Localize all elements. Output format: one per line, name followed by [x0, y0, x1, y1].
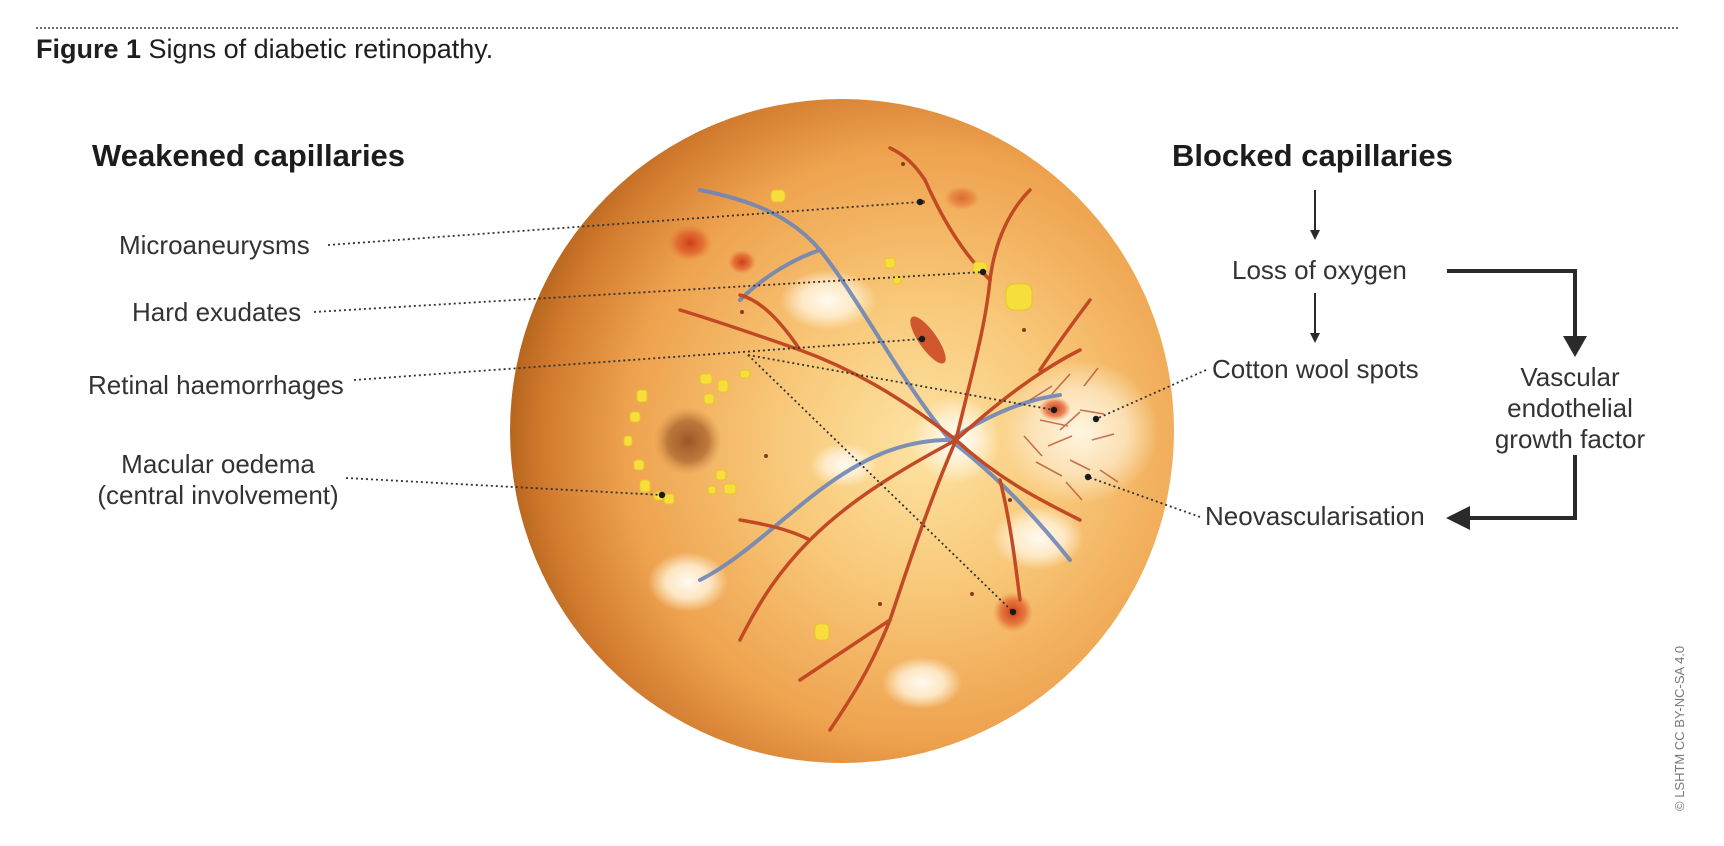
flow-arrows	[1310, 190, 1577, 520]
copyright-credit: © LSHTM CC BY-NC-SA 4.0	[1672, 645, 1687, 811]
retinal-haemorrhage	[944, 186, 980, 210]
arrow-to-neovascularisation	[1468, 455, 1577, 520]
cotton-wool-spot	[882, 657, 962, 709]
figure-caption-text: Signs of diabetic retinopathy.	[148, 34, 494, 64]
label-macular-oedema-line2: (central involvement)	[97, 480, 339, 510]
label-vegf-line3: growth factor	[1494, 424, 1646, 454]
retinal-veins	[698, 188, 1072, 582]
heading-weakened-capillaries: Weakened capillaries	[92, 138, 406, 173]
hard-exudates	[623, 189, 1033, 641]
retinal-arteries	[678, 146, 1092, 732]
label-hard-exudates: Hard exudates	[132, 297, 302, 327]
leader-hard-exudates	[313, 271, 984, 313]
label-macular-oedema-line1: Macular oedema	[121, 449, 315, 479]
leader-haemorrhage-lower	[747, 354, 1014, 613]
cotton-wool-spot	[780, 270, 876, 330]
label-macular-oedema: Macular oedema (central involvement)	[88, 449, 348, 511]
heading-blocked-capillaries: Blocked capillaries	[1172, 138, 1453, 173]
cotton-wool-spot	[810, 443, 878, 487]
arrowhead-vegf	[1563, 336, 1587, 357]
leader-haemorrhage-right	[747, 354, 1055, 411]
arrowhead-neovascularisation	[1446, 506, 1470, 530]
label-neovascularisation: Neovascularisation	[1205, 501, 1425, 531]
arrow-to-vegf	[1447, 269, 1577, 340]
label-vegf: Vascular endothelial growth factor	[1470, 362, 1670, 455]
retinal-haemorrhage	[728, 250, 756, 274]
cotton-wool-spot	[648, 552, 728, 612]
new-vessels	[1023, 367, 1119, 501]
leader-endpoints	[658, 198, 1100, 616]
flame-haemorrhage	[910, 316, 946, 364]
top-dotted-rule	[36, 27, 1678, 29]
figure-caption: Figure 1 Signs of diabetic retinopathy.	[36, 34, 493, 65]
leader-microaneurysms	[327, 201, 921, 246]
retina-fundus	[510, 99, 1174, 763]
label-retinal-haemorrhages: Retinal haemorrhages	[88, 370, 344, 400]
leader-cotton-wool-spots	[1095, 369, 1207, 420]
label-microaneurysms: Microaneurysms	[119, 230, 310, 260]
label-loss-of-oxygen: Loss of oxygen	[1232, 255, 1407, 285]
figure-label: Figure 1	[36, 34, 142, 64]
label-vegf-line2: endothelial	[1507, 393, 1633, 423]
leader-lines	[313, 201, 1207, 613]
neovascularisation-patch	[1002, 360, 1158, 504]
retinal-haemorrhage	[668, 225, 712, 261]
label-cotton-wool-spots: Cotton wool spots	[1212, 354, 1419, 384]
macula	[654, 407, 722, 475]
label-vegf-line1: Vascular	[1520, 362, 1620, 392]
